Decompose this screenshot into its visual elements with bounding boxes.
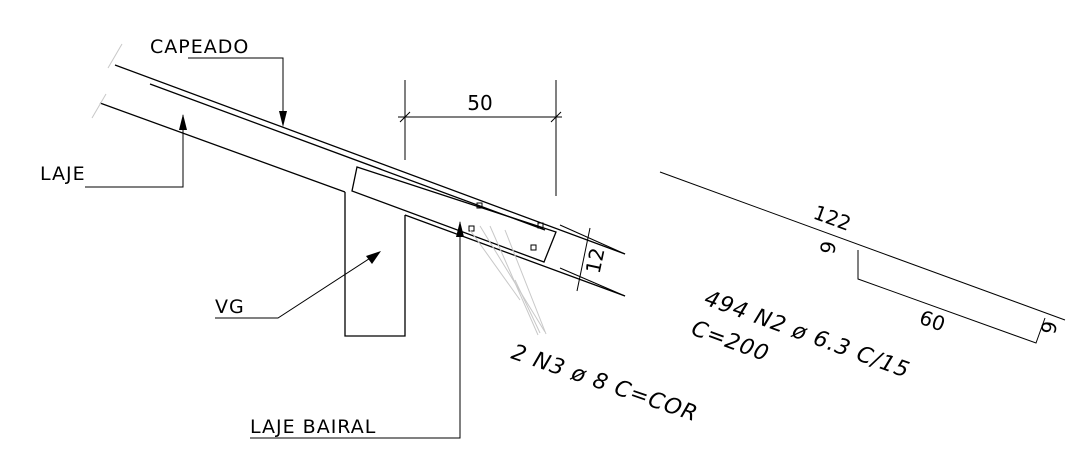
label-vg: VG — [215, 296, 245, 318]
break-mark-bottom — [91, 93, 107, 119]
capeado-line — [149, 83, 546, 231]
faint-4 — [504, 229, 547, 335]
leader-laje-line — [85, 115, 184, 188]
faint-5 — [514, 279, 541, 334]
arrow-capeado — [279, 111, 287, 127]
arrow-laje — [179, 114, 187, 130]
faint-3 — [469, 229, 521, 301]
stirrup-corner-2 — [537, 222, 544, 229]
slab-bottom-line-left — [99, 102, 346, 193]
dimension-12: 12 — [559, 224, 626, 297]
faint-1 — [479, 225, 546, 333]
stirrup-corner-4 — [530, 244, 537, 251]
leader-n3-faint — [469, 225, 547, 336]
faint-2 — [489, 225, 539, 336]
break-mark-top — [107, 43, 123, 69]
dim-9-left: 9 — [815, 239, 841, 256]
dim-12-text: 12 — [581, 246, 610, 276]
beam-vg — [344, 192, 406, 337]
arrow-bairal — [456, 221, 464, 237]
dim-9-right: 9 — [1036, 319, 1062, 336]
leader-laje-bairal: LAJE BAIRAL — [250, 221, 464, 439]
leader-laje: LAJE — [40, 114, 187, 188]
bairal-outline — [351, 166, 557, 263]
beam-outline — [344, 192, 406, 337]
stirrup-corner-3 — [468, 225, 475, 232]
dim12-ext-bottom — [559, 267, 626, 297]
arrow-vg — [366, 251, 381, 264]
laje-bairal-section — [351, 166, 557, 263]
stirrup-corner-1 — [476, 202, 483, 209]
bar-n2-callout: 494 N2 ø 6.3 C/15 C=200 — [688, 286, 913, 384]
leader-vg-line — [215, 252, 379, 319]
label-laje-bairal: LAJE BAIRAL — [250, 416, 376, 438]
bar-n3-callout: 2 N3 ø 8 C=COR — [508, 340, 701, 427]
slab-top-line — [114, 64, 626, 255]
bar-n2-shape: 122 60 9 9 — [659, 171, 1066, 344]
dim-50-text: 50 — [467, 91, 492, 115]
tick-left — [399, 111, 411, 123]
leader-bairal-line — [250, 222, 461, 439]
label-capeado: CAPEADO — [150, 36, 249, 58]
leader-capeado: CAPEADO — [150, 36, 287, 127]
dim-122: 122 — [810, 200, 854, 236]
dim12-ext-top — [559, 224, 626, 255]
label-laje: LAJE — [40, 163, 86, 185]
bar-n2-top — [659, 171, 1066, 321]
tick-right — [550, 111, 562, 123]
dim12-line — [576, 227, 591, 292]
dimension-50: 50 — [398, 80, 562, 196]
leader-capeado-line — [188, 57, 284, 125]
bar-n2-hook — [857, 250, 1046, 344]
leader-vg: VG — [215, 251, 381, 319]
